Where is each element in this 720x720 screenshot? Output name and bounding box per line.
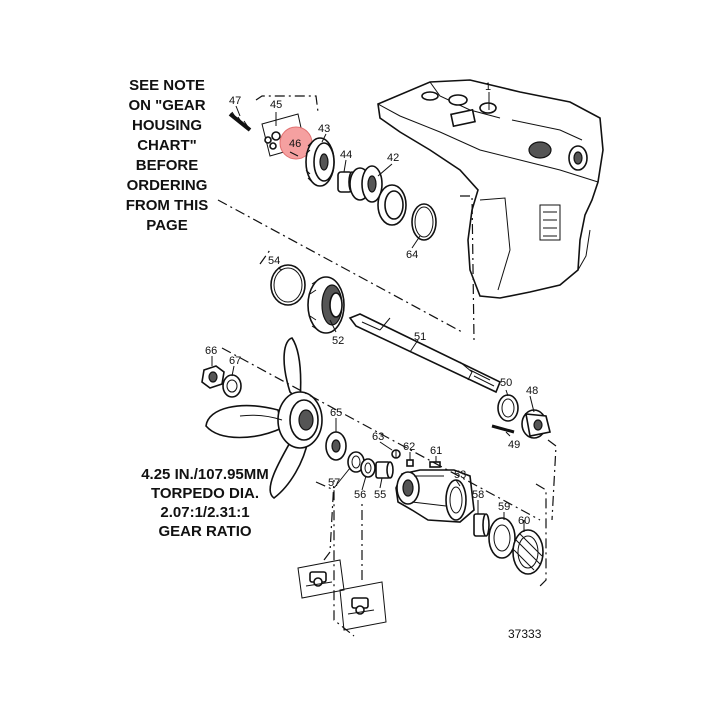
note-line: ORDERING	[126, 177, 208, 194]
part-number-48[interactable]: 48	[526, 385, 538, 397]
part-number-56[interactable]: 56	[354, 489, 366, 501]
part-54-shim-ring[interactable]	[270, 264, 306, 306]
part-number-52[interactable]: 52	[332, 335, 344, 347]
part-61-key[interactable]	[429, 461, 441, 468]
part-number-60[interactable]: 60	[518, 515, 530, 527]
part-number-59[interactable]: 59	[498, 501, 510, 513]
detail-box-56[interactable]	[339, 581, 387, 631]
part-57-needle-bearing[interactable]	[347, 451, 365, 473]
part-number-66[interactable]: 66	[205, 345, 217, 357]
note-line: SEE NOTE	[129, 77, 205, 94]
part-48-clutch[interactable]	[521, 409, 551, 439]
note-line: ON "GEAR	[128, 97, 206, 114]
frame-lower	[221, 347, 557, 521]
part-47-pin[interactable]	[228, 111, 252, 132]
spec-note: 4.25 IN./107.95MM TORPEDO DIA. 2.07:1/2.…	[140, 465, 270, 541]
part-number-51[interactable]: 51	[414, 331, 426, 343]
part-42-bearing-cup[interactable]	[377, 184, 407, 226]
part-number-65[interactable]: 65	[330, 407, 342, 419]
part-number-62[interactable]: 62	[403, 441, 415, 453]
part-number-47[interactable]: 47	[229, 95, 241, 107]
part-number-57[interactable]: 57	[328, 477, 340, 489]
part-43-pinion-gear[interactable]	[305, 137, 335, 187]
propeller[interactable]	[205, 337, 323, 499]
leader-lines	[211, 92, 535, 532]
note-line: CHART"	[137, 137, 197, 154]
note-line: BEFORE	[135, 157, 199, 174]
part-65-thrust-hub[interactable]	[325, 431, 347, 461]
part-number-67[interactable]: 67	[229, 355, 241, 367]
detail-box-57[interactable]	[297, 559, 345, 599]
frame-detail	[323, 479, 363, 580]
gear-housing[interactable]	[377, 79, 604, 299]
part-51-propeller-shaft[interactable]	[348, 313, 502, 394]
part-55-needle-bearing[interactable]	[375, 461, 394, 479]
note-line: PAGE	[146, 217, 188, 234]
part-number-64[interactable]: 64	[406, 249, 418, 261]
part-number-46[interactable]: 46	[289, 138, 301, 150]
note-line: HOUSING	[131, 117, 202, 134]
frame-middle	[259, 249, 271, 265]
part-number-45[interactable]: 45	[270, 99, 282, 111]
part-64-shim-ring[interactable]	[411, 203, 437, 241]
spec-line: 4.25 IN./107.95MM	[141, 466, 269, 483]
drawing-number: 37333	[508, 627, 542, 641]
part-number-49[interactable]: 49	[508, 439, 520, 451]
part-number-44[interactable]: 44	[340, 149, 352, 161]
part-60-seal-ring[interactable]	[512, 529, 544, 575]
frame-upper	[255, 95, 319, 113]
frame-upper-link	[217, 195, 475, 341]
part-46-highlight[interactable]: 46	[279, 126, 313, 160]
part-53-bearing-carrier[interactable]	[395, 469, 475, 523]
part-number-53[interactable]: 53	[454, 469, 466, 481]
spec-line: GEAR RATIO	[158, 523, 252, 540]
part-50-thrust-washer[interactable]	[497, 394, 519, 422]
part-number-43[interactable]: 43	[318, 123, 330, 135]
part-number-42[interactable]: 42	[387, 152, 399, 164]
part-number-55[interactable]: 55	[374, 489, 386, 501]
part-67-tab-washer[interactable]	[222, 374, 242, 398]
part-63-retaining-screw[interactable]	[391, 449, 401, 459]
ordering-note: SEE NOTE ON "GEAR HOUSING CHART" BEFORE …	[112, 76, 222, 236]
part-59-thrust-washer[interactable]	[488, 517, 516, 559]
part-49-cross-pin[interactable]	[491, 424, 515, 434]
part-number-54[interactable]: 54	[268, 255, 280, 267]
part-42-tapered-bearing[interactable]	[349, 165, 383, 203]
part-number-61[interactable]: 61	[430, 445, 442, 457]
part-62-pin[interactable]	[406, 459, 414, 467]
frame-bottom	[315, 481, 547, 637]
part-number-1[interactable]: 1	[485, 81, 491, 93]
part-number-58[interactable]: 58	[472, 489, 484, 501]
part-56-bearing[interactable]	[360, 458, 376, 478]
spec-line: 2.07:1/2.31:1	[160, 504, 250, 521]
part-66-prop-nut[interactable]	[201, 365, 225, 389]
part-number-63[interactable]: 63	[372, 431, 384, 443]
part-58-needle-bearing[interactable]	[473, 513, 490, 537]
note-line: FROM THIS	[125, 197, 209, 214]
part-52-forward-gear[interactable]	[307, 276, 345, 334]
spec-line: TORPEDO DIA.	[150, 485, 260, 502]
part-number-50[interactable]: 50	[500, 377, 512, 389]
